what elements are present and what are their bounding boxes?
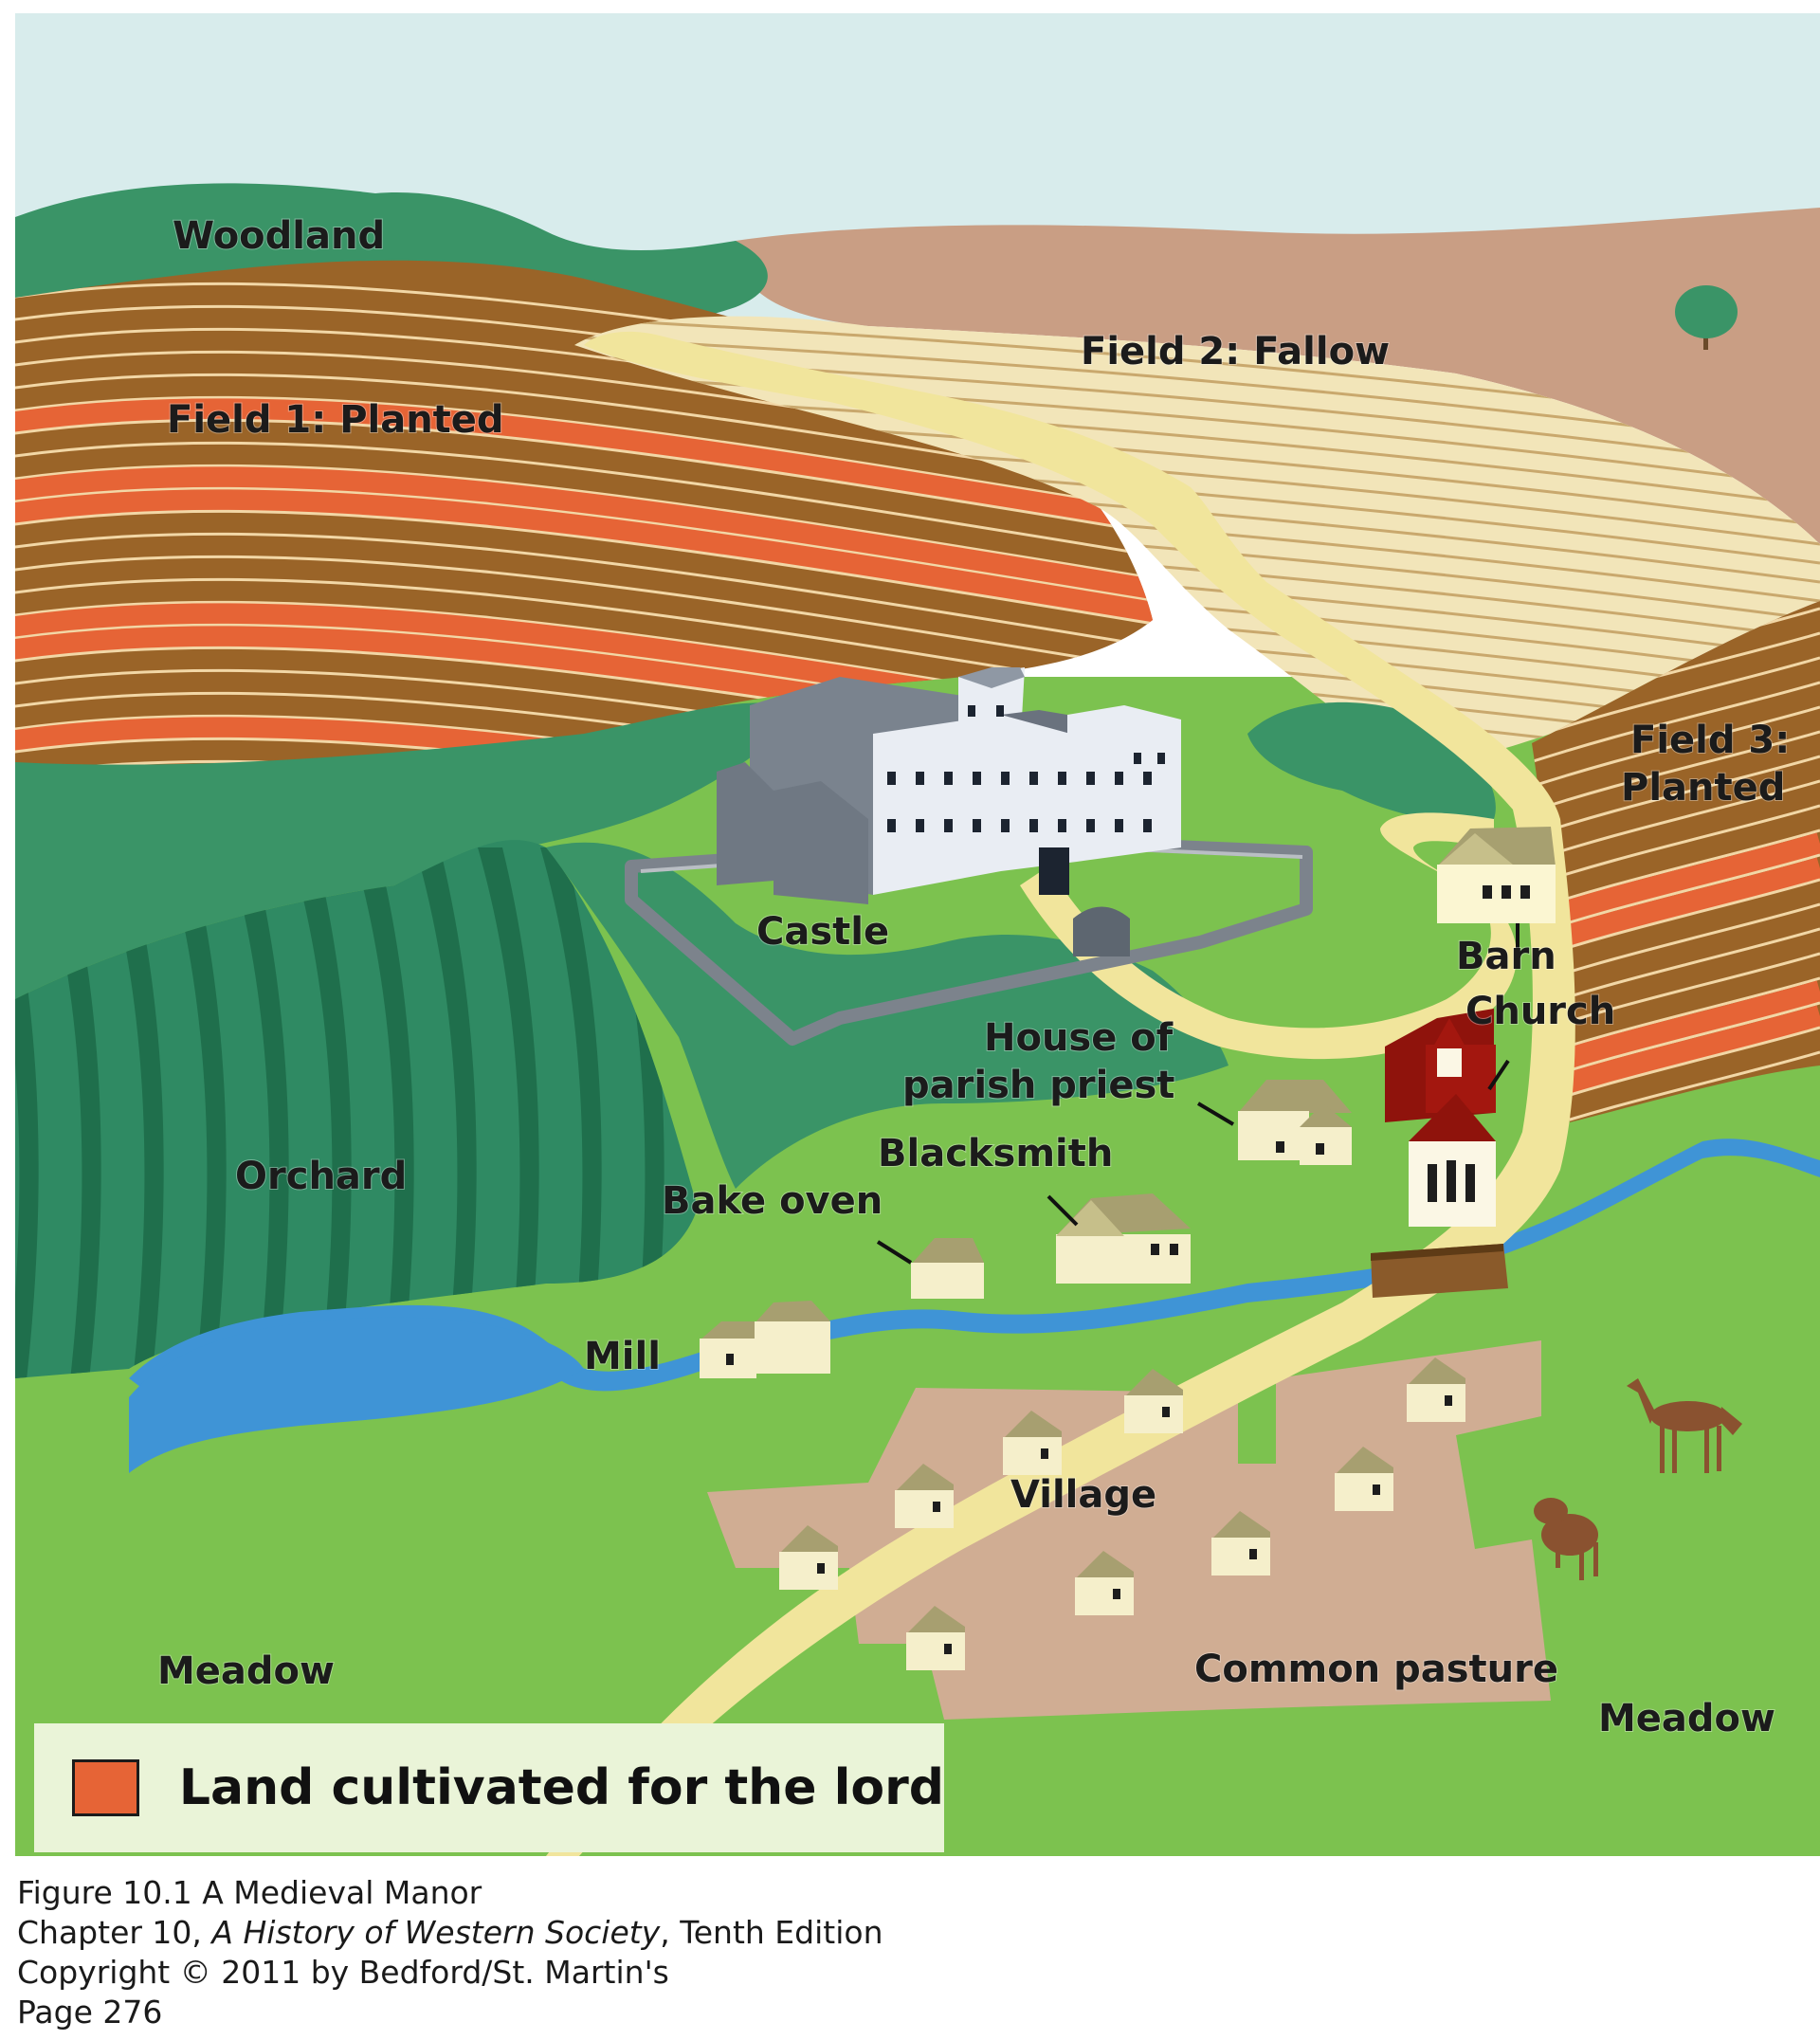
caption-title: Figure 10.1 A Medieval Manor [17,1874,482,1911]
barn [1437,827,1556,954]
priest-house [1196,1080,1352,1165]
label-castle: Castle [756,910,889,954]
label-meadow-right: Meadow [1598,1697,1775,1740]
forest-patch-center [546,842,1228,1189]
label-priest-line1: House of [984,1016,1174,1060]
horse-icon [1627,1378,1742,1473]
caption-chapter: Chapter 10, [17,1914,212,1951]
lone-tree [1675,285,1738,350]
legend-label: Land cultivated for the lord [178,1759,944,1816]
label-village: Village [1010,1473,1156,1517]
road-castle [1020,812,1517,1060]
pond [129,1317,584,1473]
caption-edition: , Tenth Edition [660,1914,883,1951]
label-orchard: Orchard [235,1155,407,1198]
label-barn: Barn [1456,935,1556,978]
church [1385,1009,1510,1227]
caption-copyright: Copyright © 2011 by Bedford/St. Martin's [17,1954,669,1991]
label-common-pasture: Common pasture [1194,1648,1558,1691]
label-meadow-left: Meadow [157,1649,335,1693]
label-bake-oven: Bake oven [662,1179,883,1223]
legend-swatch [72,1759,139,1816]
blacksmith [1046,1193,1191,1284]
label-priest-line2: parish priest [902,1064,1174,1107]
bake-oven [876,1238,984,1299]
village-houses [779,1357,1465,1670]
figure-caption: Figure 10.1 A Medieval Manor Chapter 10,… [17,1873,883,2032]
label-woodland: Woodland [173,214,385,258]
label-field-2: Field 2: Fallow [1081,330,1390,373]
mill [700,1301,830,1378]
bridge [1371,1244,1508,1298]
caption-book-title: A History of Western Society [211,1914,661,1951]
caption-page: Page 276 [17,1994,163,2031]
hills [736,208,1820,544]
label-blacksmith: Blacksmith [878,1132,1113,1175]
cow-icon [1534,1498,1598,1580]
label-church: Church [1465,990,1615,1033]
manor-map: Woodland Field 2: Fallow Field 1: Plante… [15,13,1820,1856]
legend: Land cultivated for the lord [34,1723,944,1852]
forest-belt [15,702,792,999]
castle [625,667,1313,1046]
label-field-1: Field 1: Planted [167,398,504,442]
caption-source: Chapter 10, A History of Western Society… [17,1913,883,1953]
label-field-3-line2: Planted [1621,766,1785,810]
label-mill: Mill [584,1335,661,1378]
label-field-3-line1: Field 3: [1630,719,1790,762]
